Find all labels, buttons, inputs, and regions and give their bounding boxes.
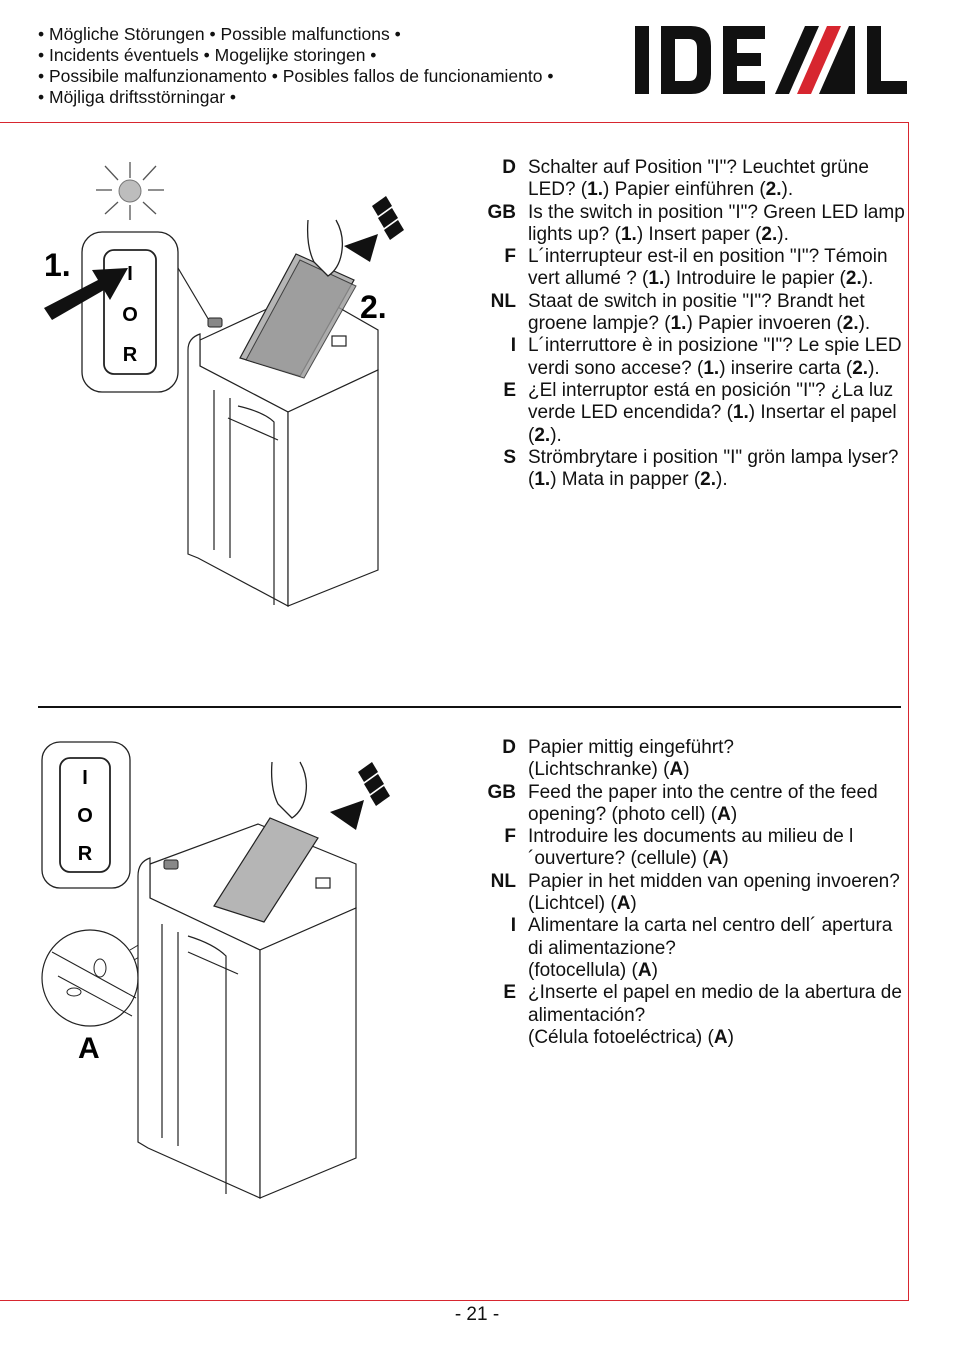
paper-sheet-icon [213, 817, 319, 923]
red-frame-bottom [0, 1300, 909, 1301]
power-switch [163, 859, 179, 870]
power-switch [207, 317, 223, 328]
ideal-logo [635, 26, 907, 94]
page-number: - 21 - [454, 1304, 500, 1325]
shredder-switch-illustration: I O R 1. 2. [44, 162, 404, 607]
header-line: • Möjliga driftsstörningar • [38, 87, 237, 107]
led-light-rays-icon [96, 162, 164, 220]
red-frame-top [0, 122, 909, 123]
led-lamp-icon [118, 179, 142, 203]
lang-row: E¿Inserte el papel en medio de la abertu… [503, 982, 902, 1048]
hand-icon [270, 761, 308, 819]
step-1-label: 1. [44, 247, 71, 283]
switch-label-o: O [122, 304, 138, 326]
detail-label-a: A [78, 1032, 100, 1065]
switch-label-r: R [123, 344, 138, 366]
lang-row: E¿El interruptor está en posición "I"? ¿… [503, 379, 897, 446]
section-divider [38, 706, 901, 708]
switch-rocker [59, 757, 111, 873]
press-arrow-icon [44, 268, 128, 320]
header-line: • Mögliche Störungen • Possible malfunct… [38, 24, 401, 44]
switch-label-r: R [78, 843, 93, 865]
red-frame-right [908, 122, 909, 1301]
header-line: • Possibile malfunzionamento • Posibles … [38, 66, 554, 86]
header-title-list: • Mögliche Störungen • Possible malfunct… [38, 24, 553, 108]
shredder-photocell-illustration: I O R A [41, 741, 390, 1199]
step-2-label: 2. [360, 289, 387, 325]
feed-direction-arrow-icon [344, 196, 404, 262]
switch-label-i: I [82, 767, 88, 789]
switch-label-o: O [77, 805, 93, 827]
switch-label-i: I [127, 263, 133, 285]
shredder-body-icon [187, 289, 379, 607]
photocell-icon [93, 958, 107, 978]
feed-direction-arrow-icon [330, 762, 390, 830]
hand-icon [306, 219, 344, 277]
header-line: • Incidents éventuels • Mogelijke storin… [38, 45, 377, 65]
